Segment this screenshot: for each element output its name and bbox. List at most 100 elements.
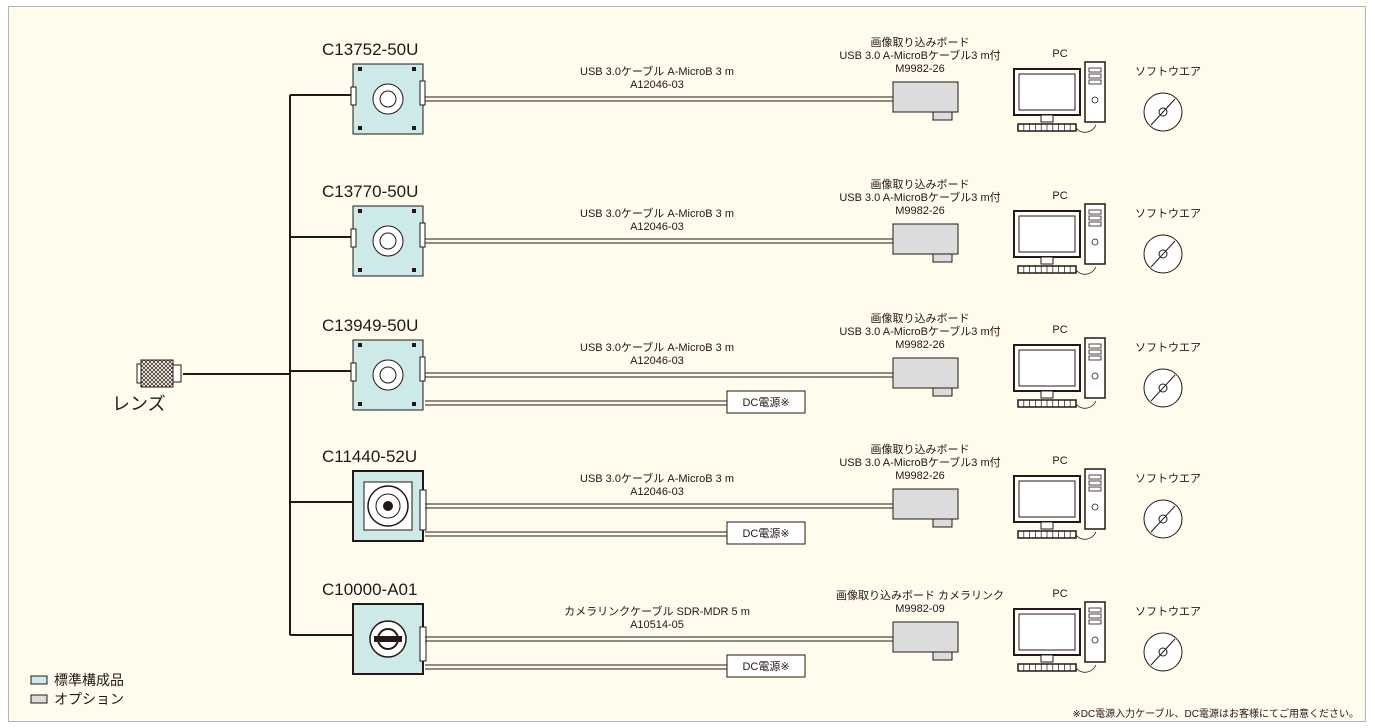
pc-drive-bay [1088, 209, 1102, 215]
camera-screw [358, 268, 362, 272]
software-label: ソフトウエア [1135, 472, 1201, 485]
diagram-frame [8, 6, 1366, 722]
camera-aperture [379, 232, 397, 250]
camera-model-label: C13949-50U [322, 316, 418, 335]
pc-drive-bay [1088, 474, 1102, 480]
camera-screw [412, 126, 416, 130]
capture-board-label-3: M9982-26 [895, 470, 945, 482]
pc-icon [1013, 601, 1106, 673]
pc-cable [1075, 266, 1097, 275]
camera-side-port [350, 362, 357, 382]
disc-shine [1150, 638, 1176, 666]
disc-shine [1150, 374, 1176, 402]
camera-screw [358, 209, 362, 213]
pc-screen [1018, 349, 1076, 387]
disc-shine [1150, 240, 1176, 268]
capture-board-connector [932, 111, 953, 121]
pc-cable [1075, 664, 1097, 673]
capture-board-label-1: 画像取り込みボード [871, 178, 970, 191]
lens: レンズ [112, 359, 182, 414]
cable-code: A12046-03 [630, 79, 684, 91]
camera-lens-mount [372, 83, 404, 115]
software-disc-icon [1143, 92, 1183, 132]
camera-lens-mount [372, 225, 404, 257]
camera-large [352, 470, 427, 542]
camera-screw [358, 67, 362, 71]
capture-board-connector [932, 387, 953, 397]
cable-code: A12046-03 [630, 486, 684, 498]
pc-icon [1013, 468, 1106, 540]
pc-drive-bay [1088, 349, 1102, 355]
pc-screen [1018, 73, 1076, 111]
disc-shine [1150, 505, 1176, 533]
system-row-1: C13752-50U USB 3.0ケーブル A-MicroB 3 mA12046… [322, 36, 1201, 135]
camera-screw [358, 343, 362, 347]
camera-mount-bar [374, 636, 402, 642]
cable-label: カメラリンクケーブル SDR-MDR 5 m [564, 604, 750, 618]
camera-aperture [379, 366, 397, 384]
lens-label: レンズ [112, 394, 166, 414]
camera-screw [412, 268, 416, 272]
cable-code: A12046-03 [630, 355, 684, 367]
lens-front-ring [136, 363, 142, 384]
dc-power-box [726, 654, 806, 678]
camera-model-label: C10000-A01 [322, 580, 417, 599]
cable-label: USB 3.0ケーブル A-MicroB 3 m [580, 471, 734, 485]
camera-small [350, 339, 426, 411]
lens-body [140, 359, 174, 388]
software-disc-icon [1143, 234, 1183, 274]
camera-aperture [375, 493, 401, 519]
lens-icon [136, 359, 182, 388]
camera-lens-mount [372, 359, 404, 391]
camera-connector [419, 80, 426, 106]
camera-cl [352, 603, 427, 675]
pc-cable [1075, 400, 1097, 409]
camera-screw [412, 343, 416, 347]
lens-trunk-lines [183, 94, 353, 636]
pc-screen [1018, 215, 1076, 253]
legend-label-2: オプション [54, 691, 124, 707]
pc-screen [1018, 613, 1076, 651]
dc-power-box [726, 521, 806, 545]
pc-drive-bay [1088, 613, 1102, 619]
pc-label: PC [1052, 324, 1067, 336]
lens-mount [172, 364, 182, 383]
camera-sensor [383, 501, 393, 511]
cable-label: USB 3.0ケーブル A-MicroB 3 m [580, 64, 734, 78]
cable-label: USB 3.0ケーブル A-MicroB 3 m [580, 340, 734, 354]
pc-drive-bay [1088, 607, 1102, 613]
capture-board-label-2: USB 3.0 A-MicroBケーブル3 m付 [839, 324, 1000, 338]
camera-model-label: C13752-50U [322, 40, 418, 59]
pc-drive-bay [1088, 67, 1102, 73]
camera-side-port [350, 86, 357, 106]
dc-power-label: DC電源※ [742, 395, 789, 409]
camera-screw [358, 126, 362, 130]
pc-power-button [1091, 636, 1099, 644]
camera-screw [412, 67, 416, 71]
capture-board [892, 223, 959, 255]
pc-drive-bay [1088, 73, 1102, 79]
pc-stand [1040, 256, 1054, 265]
pc-label: PC [1052, 588, 1067, 600]
software-label: ソフトウエア [1135, 605, 1201, 618]
capture-board [892, 81, 959, 113]
pc-tower [1084, 601, 1106, 663]
cable-code: A12046-03 [630, 221, 684, 233]
capture-board [892, 488, 959, 520]
pc-stand [1040, 521, 1054, 530]
capture-board-label-2: USB 3.0 A-MicroBケーブル3 m付 [839, 190, 1000, 204]
capture-board-connector [932, 253, 953, 263]
capture-board-label-3: M9982-26 [895, 63, 945, 75]
pc-drive-bay [1088, 215, 1102, 221]
capture-board-connector [932, 518, 953, 528]
capture-board-label-3: M9982-26 [895, 205, 945, 217]
pc-icon [1013, 203, 1106, 275]
camera-screw [412, 402, 416, 406]
pc-drive-bay [1088, 619, 1102, 625]
disc-hole [1158, 647, 1168, 657]
